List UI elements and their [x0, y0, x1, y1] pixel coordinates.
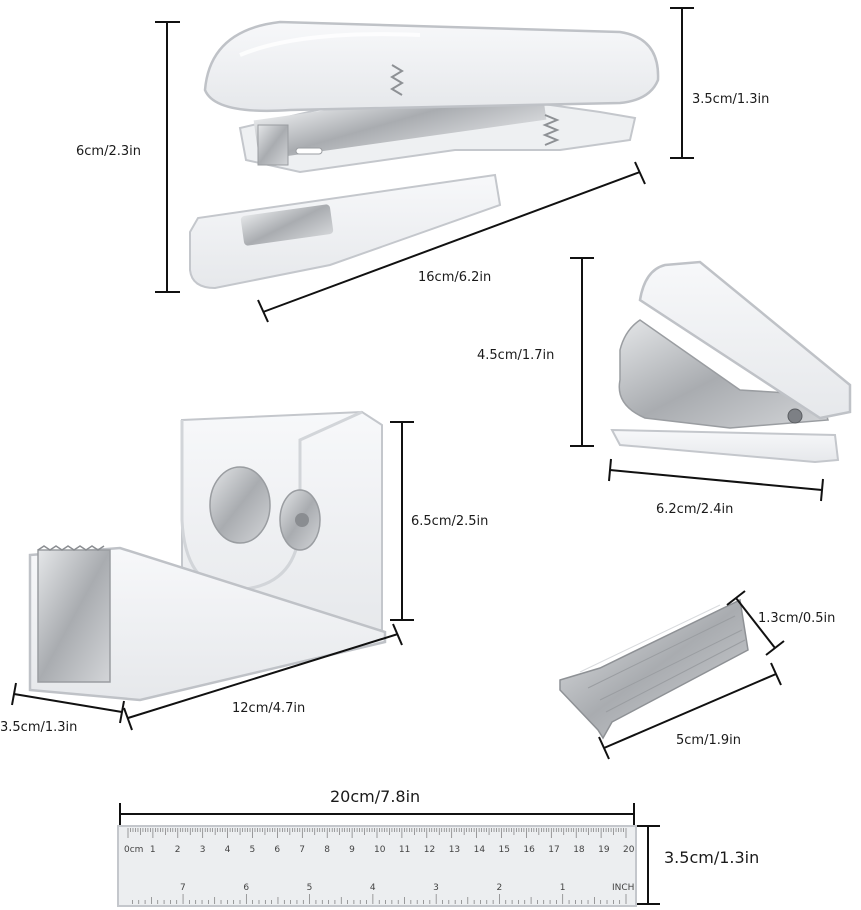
tape-dispenser-body — [28, 546, 387, 702]
ruler-inch-number: 3 — [433, 883, 439, 893]
stapler-length-dimension — [257, 161, 646, 323]
staple-remover-illustration — [610, 260, 852, 464]
ruler-cm-number: 18 — [573, 845, 585, 855]
stapler-height-dimension — [155, 21, 180, 293]
ruler-cm-number: 8 — [324, 845, 330, 855]
ruler-cm-number: 5 — [250, 845, 256, 855]
tape-cutter-plate — [37, 549, 111, 683]
ruler-cm-number: 19 — [598, 845, 610, 855]
staples-height-label: 1.3cm/0.5in — [758, 611, 836, 626]
ruler-cm-number: 7 — [299, 845, 305, 855]
tape-dispenser-illustration — [28, 410, 387, 702]
tape-dispenser-width-label: 3.5cm/1.3in — [0, 720, 78, 735]
tape-dispenser-height-dimension — [390, 421, 414, 621]
ruler-cm-number: 14 — [474, 845, 486, 855]
ruler-inch-number: 4 — [370, 883, 376, 893]
ruler-cm-number: 4 — [225, 845, 231, 855]
ruler-cm-number: 16 — [523, 845, 535, 855]
ruler-inch-label: INCH — [612, 883, 634, 893]
stapler-top-cover — [203, 20, 660, 113]
staple-remover-height-dimension — [570, 257, 594, 447]
tape-dispenser-length-label: 12cm/4.7in — [232, 701, 306, 716]
staples-length-label: 5cm/1.9in — [676, 733, 741, 748]
ruler-cm-number: 20 — [623, 845, 635, 855]
ruler-cm-number: 3 — [200, 845, 206, 855]
staple-remover-base — [610, 428, 840, 464]
staple-remover-jaw — [618, 319, 830, 429]
ruler-cm-number: 15 — [499, 845, 510, 855]
ruler-inch-number: 7 — [180, 883, 186, 893]
staple-remover-top-cover — [638, 260, 852, 420]
staple-remover-height-label: 4.5cm/1.7in — [477, 348, 555, 363]
tape-dispenser-height-label: 6.5cm/2.5in — [411, 514, 489, 529]
ruler-cm-number: 12 — [424, 845, 435, 855]
stapler-height-label: 6cm/2.3in — [76, 144, 141, 159]
ruler-cm-number: 6 — [274, 845, 280, 855]
stapler-anvil — [240, 204, 334, 246]
stapler-length-label: 16cm/6.2in — [418, 270, 492, 285]
ruler-length-label: 20cm/7.8in — [330, 787, 421, 806]
ruler-cm-number: 17 — [548, 845, 559, 855]
staples-height-dimension — [726, 590, 785, 656]
staples-length-dimension — [598, 662, 782, 760]
ruler-inch-number: 6 — [243, 883, 249, 893]
tape-dispenser-length-dimension — [123, 623, 403, 731]
staple-remover-width-dimension — [608, 458, 824, 502]
stapler-illustration — [189, 20, 660, 290]
stapler-top-height-label: 3.5cm/1.3in — [692, 92, 770, 107]
ruler-cm-number: 11 — [399, 845, 410, 855]
ruler-cm-number: 1 — [150, 845, 156, 855]
ruler-inch-number: 1 — [560, 883, 566, 893]
stapler-spring — [390, 64, 404, 96]
stapler-top-height-dimension — [670, 7, 694, 159]
ruler-cm-number: 2 — [175, 845, 181, 855]
ruler-cm-number: 10 — [374, 845, 386, 855]
ruler-ticks — [127, 828, 627, 904]
ruler-width-dimension — [637, 825, 660, 905]
staple-remover-width-label: 6.2cm/2.4in — [656, 502, 734, 517]
ruler-width-label: 3.5cm/1.3in — [664, 848, 760, 867]
tape-dispenser-width-dimension — [11, 682, 125, 724]
ruler-cm-number: 13 — [449, 845, 460, 855]
ruler-cm-zero-label: 0cm — [124, 845, 143, 855]
ruler-cm-number: 9 — [349, 845, 355, 855]
ruler-length-dimension — [119, 803, 635, 825]
staples-illustration — [559, 598, 749, 740]
tape-reel-hub — [209, 466, 271, 544]
ruler-inch-number: 5 — [307, 883, 313, 893]
ruler-inch-number: 2 — [496, 883, 502, 893]
